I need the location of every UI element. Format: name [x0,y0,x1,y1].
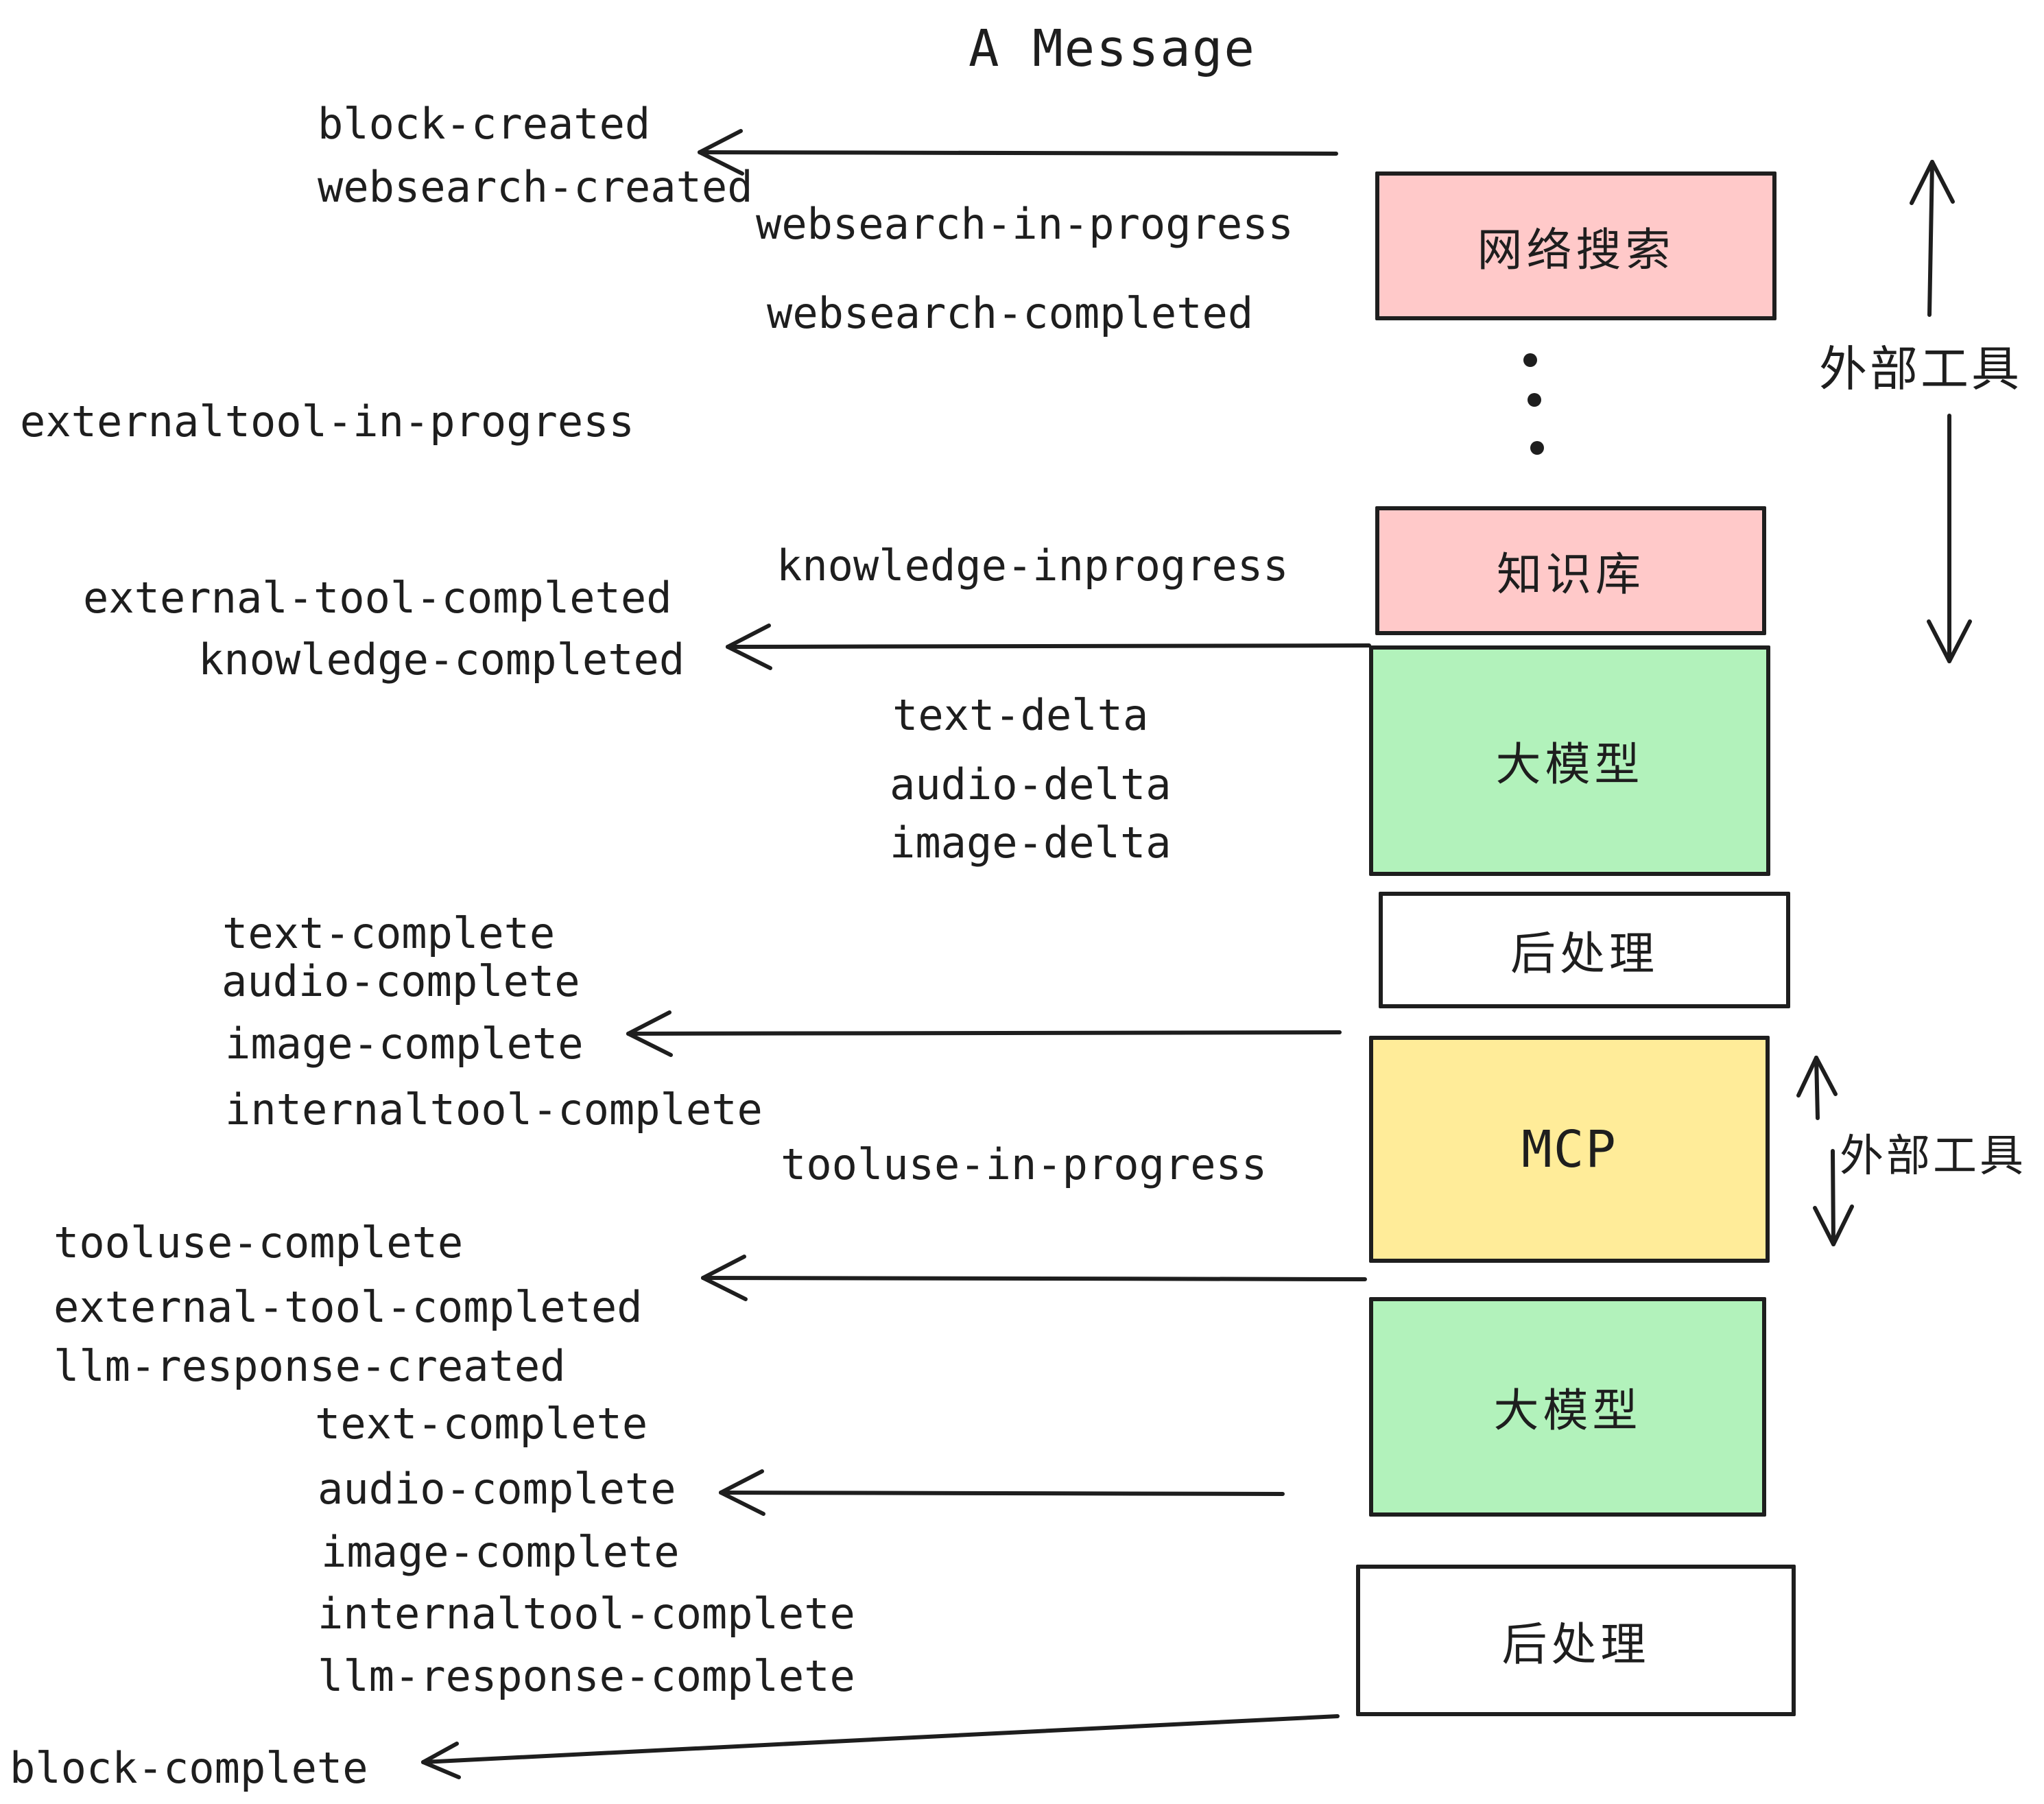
diagram-title: A Message [968,19,1256,78]
box-postprocess-bottom: 后处理 [1356,1565,1796,1716]
arrow-audio-complete [719,1469,1285,1516]
ellipsis-dots [1523,353,1544,455]
arrow-block-complete [421,1714,1340,1779]
event-text-delta: text-delta [892,690,1149,740]
event-image-delta: image-delta [890,818,1172,868]
event-text-complete-2: text-complete [315,1399,648,1449]
event-image-complete: image-complete [225,1019,584,1069]
event-tooluse-complete: tooluse-complete [54,1218,464,1268]
box-llm-bottom: 大模型 [1369,1297,1766,1517]
event-websearch-completed: websearch-completed [767,288,1254,338]
box-postprocess-top-label: 后处理 [1510,927,1659,980]
external-tool-bottom-down-arrow [1813,1149,1854,1246]
event-websearch-in-progress: websearch-in-progress [756,199,1294,249]
event-audio-complete-2: audio-complete [318,1464,676,1514]
arrow-tooluse-complete [701,1255,1367,1301]
box-postprocess-bottom-label: 后处理 [1501,1617,1650,1671]
external-tool-bottom-label: 外部工具 [1840,1131,2026,1182]
box-mcp-label: MCP [1521,1119,1617,1179]
event-llm-response-created: llm-response-created [54,1341,566,1391]
arrow-websearch-created [698,129,1338,176]
event-llm-response-complete: llm-response-complete [318,1651,855,1701]
external-tool-top-up-arrow [1910,160,1955,317]
box-postprocess-top: 后处理 [1379,892,1790,1008]
external-tool-bottom-up-arrow [1796,1056,1838,1120]
event-knowledge-inprogress: knowledge-inprogress [776,541,1289,591]
external-tool-top-label: 外部工具 [1819,341,2022,397]
arrow-knowledge-completed [726,624,1371,670]
event-text-complete: text-complete [222,908,556,958]
event-internaltool-complete-2: internaltool-complete [318,1589,855,1639]
box-llm-bottom-label: 大模型 [1493,1384,1642,1437]
box-websearch: 网络搜索 [1375,171,1776,320]
box-websearch-label: 网络搜索 [1477,223,1675,276]
event-audio-complete: audio-complete [222,956,580,1006]
box-llm-top-label: 大模型 [1495,738,1644,791]
event-external-tool-completed-2: external-tool-completed [54,1282,643,1332]
event-image-complete-2: image-complete [321,1527,680,1577]
box-llm-top: 大模型 [1369,645,1770,876]
arrow-image-complete [626,1010,1342,1057]
event-audio-delta: audio-delta [890,759,1172,809]
box-knowledge-label: 知识库 [1497,548,1645,601]
box-mcp: MCP [1369,1036,1770,1263]
event-internaltool-complete: internaltool-complete [225,1084,763,1135]
event-knowledge-completed: knowledge-completed [198,634,685,685]
event-websearch-created: websearch-created [318,162,753,212]
box-knowledge: 知识库 [1375,506,1766,635]
event-block-created: block-created [318,99,651,149]
event-block-complete: block-complete [10,1743,368,1793]
event-tooluse-in-progress: tooluse-in-progress [781,1139,1268,1189]
external-tool-top-down-arrow [1927,414,1972,663]
event-externaltool-in-progress: externaltool-in-progress [20,396,634,447]
event-external-tool-completed: external-tool-completed [83,573,672,623]
